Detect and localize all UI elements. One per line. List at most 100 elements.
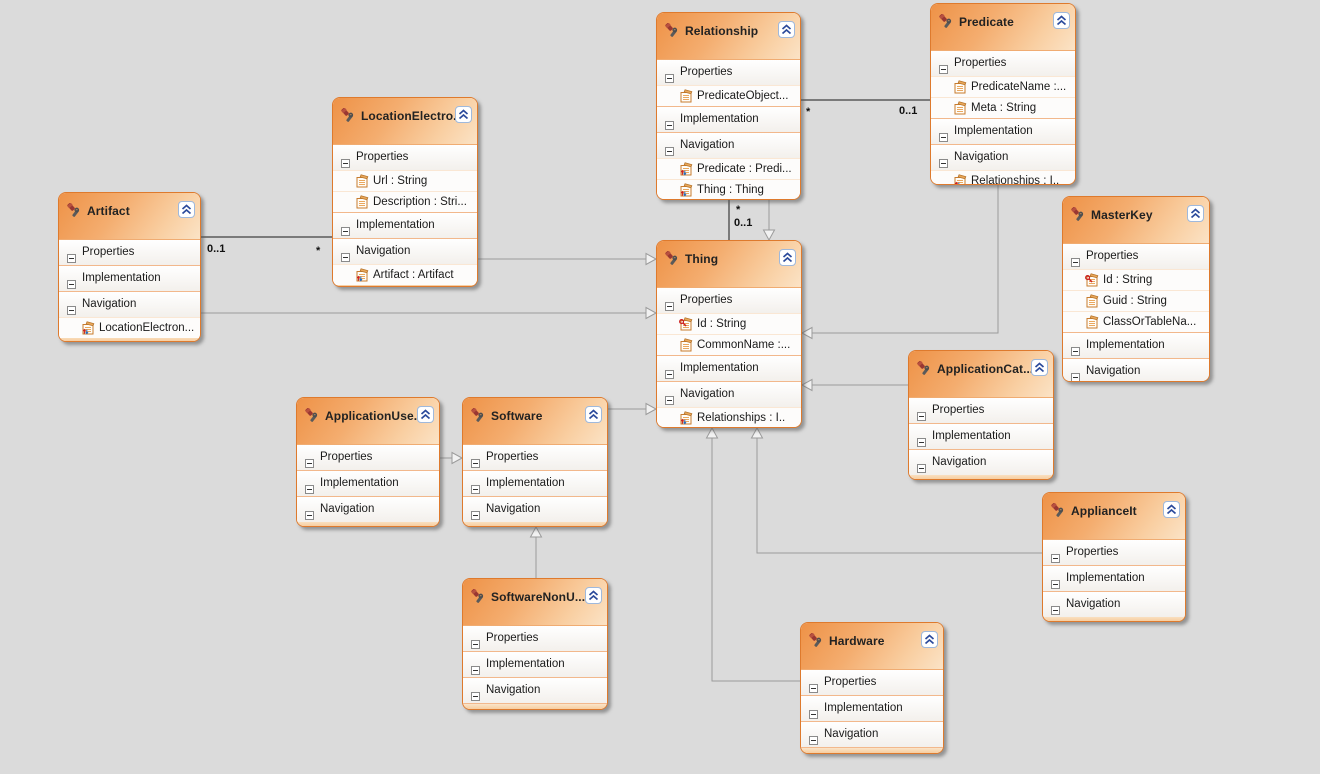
section-row-implementation[interactable]: Implementation <box>1043 565 1185 591</box>
section-row-navigation[interactable]: Navigation <box>657 132 800 158</box>
minus-box-icon[interactable] <box>917 458 926 473</box>
section-row-navigation[interactable]: Navigation <box>657 381 801 407</box>
minus-box-icon[interactable] <box>67 300 76 315</box>
section-row-navigation[interactable]: Navigation <box>297 496 439 522</box>
section-row-implementation[interactable]: Implementation <box>909 423 1053 449</box>
inheritance-hardware-to-thing[interactable] <box>711 438 800 682</box>
minus-box-icon[interactable] <box>665 68 674 83</box>
section-row-navigation[interactable]: Navigation <box>1043 591 1185 617</box>
section-row-properties[interactable]: Properties <box>657 60 800 85</box>
minus-box-icon[interactable] <box>341 221 350 236</box>
member-row[interactable]: Relationships : I.. <box>931 170 1075 184</box>
minus-box-icon[interactable] <box>1051 548 1060 563</box>
minus-box-icon[interactable] <box>665 141 674 156</box>
section-row-properties[interactable]: Properties <box>801 670 943 695</box>
class-header-software-non-u[interactable]: SoftwareNonU... <box>463 579 607 626</box>
section-row-implementation[interactable]: Implementation <box>463 470 607 496</box>
section-row-navigation[interactable]: Navigation <box>931 144 1075 170</box>
minus-box-icon[interactable] <box>471 453 480 468</box>
minus-box-icon[interactable] <box>341 153 350 168</box>
minus-box-icon[interactable] <box>305 453 314 468</box>
section-row-navigation[interactable]: Navigation <box>909 449 1053 475</box>
minus-box-icon[interactable] <box>1071 367 1080 381</box>
section-row-implementation[interactable]: Implementation <box>1063 332 1209 358</box>
minus-box-icon[interactable] <box>305 479 314 494</box>
inheritance-predicate-to-thing[interactable] <box>812 185 999 334</box>
class-header-predicate[interactable]: Predicate <box>931 4 1075 51</box>
minus-box-icon[interactable] <box>665 296 674 311</box>
minus-box-icon[interactable] <box>939 59 948 74</box>
member-row[interactable]: Relationships : I.. <box>657 407 801 427</box>
member-row[interactable]: Url : String <box>333 170 477 191</box>
minus-box-icon[interactable] <box>67 248 76 263</box>
class-header-software[interactable]: Software <box>463 398 607 445</box>
collapse-chevrons-icon[interactable] <box>585 587 602 604</box>
collapse-chevrons-icon[interactable] <box>1187 205 1204 222</box>
minus-box-icon[interactable] <box>665 390 674 405</box>
member-row[interactable]: PredicateObject... <box>657 85 800 106</box>
minus-box-icon[interactable] <box>471 660 480 675</box>
member-row[interactable]: Predicate : Predi... <box>657 158 800 179</box>
minus-box-icon[interactable] <box>665 364 674 379</box>
section-row-implementation[interactable]: Implementation <box>297 470 439 496</box>
section-row-navigation[interactable]: Navigation <box>1063 358 1209 381</box>
minus-box-icon[interactable] <box>1051 600 1060 615</box>
inheritance-applianceit-to-thing[interactable] <box>756 438 1042 554</box>
minus-box-icon[interactable] <box>939 153 948 168</box>
class-header-appliance-it[interactable]: ApplianceIt <box>1043 493 1185 540</box>
section-row-properties[interactable]: Properties <box>909 398 1053 423</box>
minus-box-icon[interactable] <box>917 406 926 421</box>
section-row-properties[interactable]: Properties <box>463 445 607 470</box>
minus-box-icon[interactable] <box>665 115 674 130</box>
minus-box-icon[interactable] <box>809 678 818 693</box>
collapse-chevrons-icon[interactable] <box>1031 359 1048 376</box>
section-row-navigation[interactable]: Navigation <box>463 496 607 522</box>
minus-box-icon[interactable] <box>67 274 76 289</box>
section-row-navigation[interactable]: Navigation <box>333 238 477 264</box>
section-row-properties[interactable]: Properties <box>931 51 1075 76</box>
section-row-properties[interactable]: Properties <box>1043 540 1185 565</box>
section-row-implementation[interactable]: Implementation <box>463 651 607 677</box>
member-row[interactable]: Thing : Thing <box>657 179 800 199</box>
member-row[interactable]: Description : Stri... <box>333 191 477 212</box>
member-row[interactable]: Id : String <box>657 313 801 334</box>
member-row[interactable]: Id : String <box>1063 269 1209 290</box>
collapse-chevrons-icon[interactable] <box>778 21 795 38</box>
member-row[interactable]: Guid : String <box>1063 290 1209 311</box>
minus-box-icon[interactable] <box>1071 252 1080 267</box>
section-row-properties[interactable]: Properties <box>657 288 801 313</box>
collapse-chevrons-icon[interactable] <box>455 106 472 123</box>
minus-box-icon[interactable] <box>1071 341 1080 356</box>
minus-box-icon[interactable] <box>305 505 314 520</box>
section-row-implementation[interactable]: Implementation <box>59 265 200 291</box>
collapse-chevrons-icon[interactable] <box>1163 501 1180 518</box>
section-row-properties[interactable]: Properties <box>297 445 439 470</box>
section-row-implementation[interactable]: Implementation <box>333 212 477 238</box>
minus-box-icon[interactable] <box>939 127 948 142</box>
member-row[interactable]: Artifact : Artifact <box>333 264 477 285</box>
section-row-properties[interactable]: Properties <box>1063 244 1209 269</box>
section-row-implementation[interactable]: Implementation <box>801 695 943 721</box>
collapse-chevrons-icon[interactable] <box>417 406 434 423</box>
section-row-properties[interactable]: Properties <box>59 240 200 265</box>
section-row-properties[interactable]: Properties <box>333 145 477 170</box>
section-row-navigation[interactable]: Navigation <box>59 291 200 317</box>
class-header-application-cat[interactable]: ApplicationCat... <box>909 351 1053 398</box>
minus-box-icon[interactable] <box>341 247 350 262</box>
section-row-implementation[interactable]: Implementation <box>657 355 801 381</box>
minus-box-icon[interactable] <box>471 505 480 520</box>
section-row-implementation[interactable]: Implementation <box>931 118 1075 144</box>
class-header-application-use[interactable]: ApplicationUse... <box>297 398 439 445</box>
class-header-relationship[interactable]: Relationship <box>657 13 800 60</box>
section-row-properties[interactable]: Properties <box>463 626 607 651</box>
minus-box-icon[interactable] <box>471 634 480 649</box>
